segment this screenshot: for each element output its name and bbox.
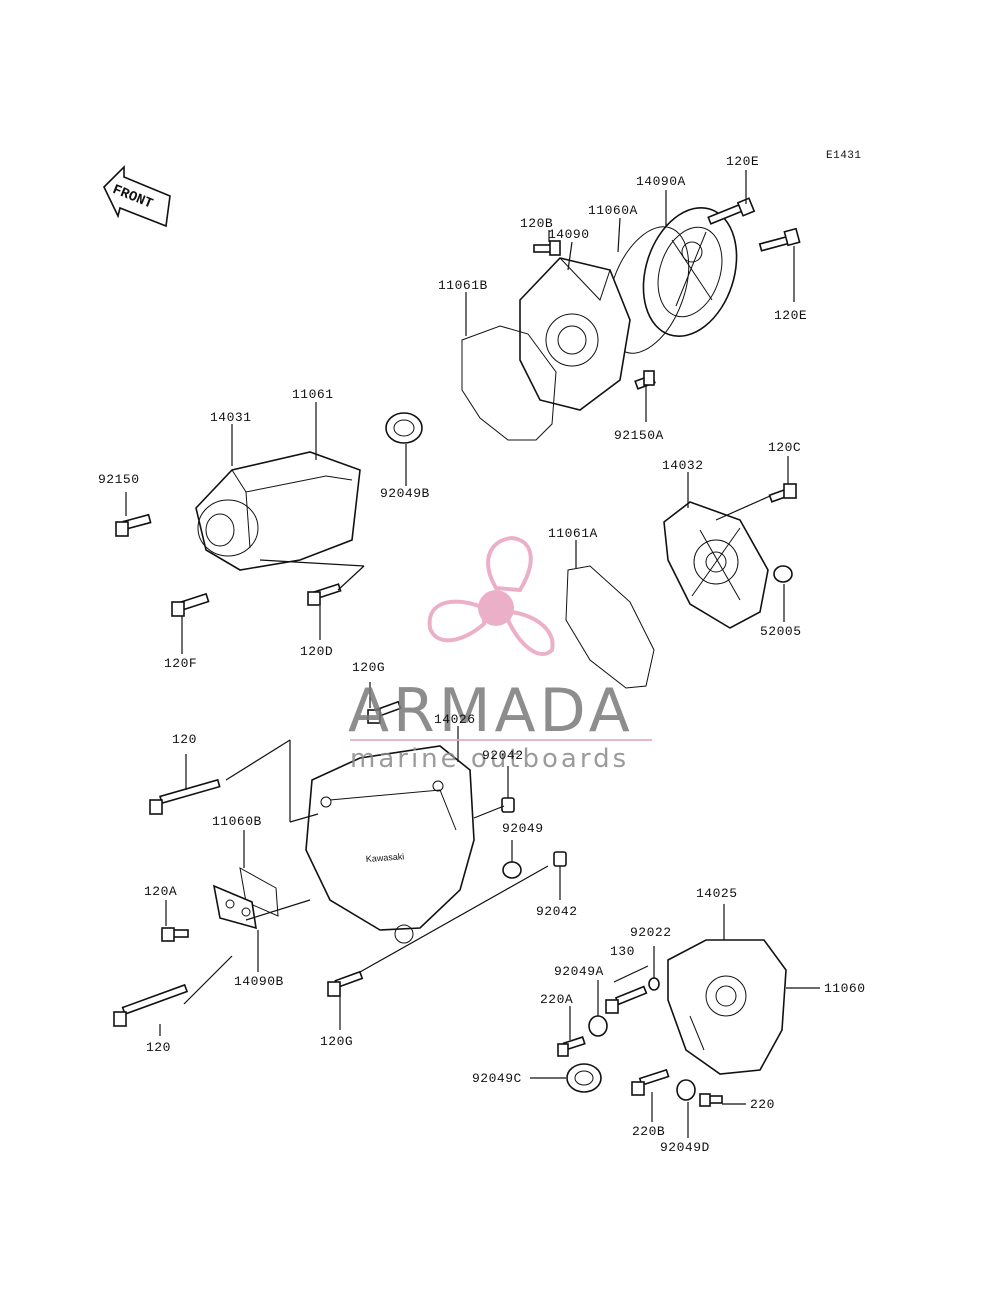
gasket-11060b — [239, 867, 279, 917]
label-11060: 11060 — [824, 981, 866, 996]
diagram-code: E1431 — [826, 150, 862, 162]
label-92049c: 92049C — [472, 1071, 522, 1086]
dowel-92042-bot — [553, 851, 567, 867]
label-92150: 92150 — [98, 472, 140, 487]
label-120d: 120D — [300, 644, 334, 659]
watermark-brand: ARMADA — [348, 676, 634, 746]
bolt-120d — [307, 583, 342, 606]
bushing-92049 — [502, 861, 522, 879]
label-92049b: 92049B — [380, 486, 430, 501]
label-11060b: 11060B — [212, 814, 262, 829]
label-92022: 92022 — [630, 925, 672, 940]
label-220a: 220A — [540, 992, 574, 1007]
label-11061a: 11061A — [548, 526, 598, 541]
watermark-tagline: marine outboards — [350, 744, 630, 774]
housing-14090 — [519, 257, 631, 411]
label-92042-top: 92042 — [482, 748, 524, 763]
label-120g-bot: 120G — [320, 1034, 354, 1049]
label-14090a: 14090A — [636, 174, 686, 189]
label-120a: 120A — [144, 884, 178, 899]
label-130: 130 — [610, 944, 635, 959]
label-14026: 14026 — [434, 712, 476, 727]
leader-lines — [125, 170, 820, 1138]
bolt-220 — [699, 1093, 723, 1107]
label-11061b: 11061B — [438, 278, 488, 293]
cover-14031 — [195, 451, 361, 571]
label-14031: 14031 — [210, 410, 252, 425]
label-120e-right: 120E — [774, 308, 808, 323]
label-14032: 14032 — [662, 458, 704, 473]
bolt-92150 — [115, 513, 152, 537]
label-120b: 120B — [520, 216, 554, 231]
label-11061: 11061 — [292, 387, 334, 402]
bolt-220a — [557, 1036, 586, 1057]
bolt-120b — [533, 240, 561, 256]
label-120e-top: 120E — [726, 154, 760, 169]
label-11060a: 11060A — [588, 203, 638, 218]
dowel-92042-top — [501, 797, 515, 813]
seal-92049c — [566, 1063, 602, 1093]
bushing-92049d — [676, 1079, 696, 1101]
armada-propeller-logo — [427, 535, 555, 657]
watermark-divider — [350, 739, 652, 741]
bolt-120g-bot — [327, 970, 364, 997]
cover-14026: Kawasaki — [305, 745, 475, 944]
bushing-92049a — [588, 1015, 608, 1037]
label-92049: 92049 — [502, 821, 544, 836]
cover-14025 — [667, 939, 787, 1075]
bolt-120-top — [149, 778, 221, 815]
label-120g-top: 120G — [352, 660, 386, 675]
gasket-11061b — [461, 325, 557, 441]
label-92049a: 92049A — [554, 964, 604, 979]
label-92150a: 92150A — [614, 428, 664, 443]
label-220b: 220B — [632, 1124, 666, 1139]
bolt-120c — [768, 483, 797, 503]
label-14090: 14090 — [548, 227, 590, 242]
bolt-120e-right — [758, 227, 801, 252]
label-14025: 14025 — [696, 886, 738, 901]
label-14090b: 14090B — [234, 974, 284, 989]
seal-92049b — [385, 412, 423, 444]
bolt-130 — [605, 985, 648, 1014]
bolt-220b — [631, 1068, 670, 1096]
plate-14090b — [212, 884, 257, 930]
bolt-92150a — [634, 370, 656, 390]
label-120c: 120C — [768, 440, 802, 455]
bolt-120a — [161, 927, 189, 942]
label-220: 220 — [750, 1097, 775, 1112]
label-120-top: 120 — [172, 732, 197, 747]
bolt-120e-top — [707, 197, 756, 225]
label-92042-bot: 92042 — [536, 904, 578, 919]
bolt-120-bot — [113, 983, 189, 1027]
label-52005: 52005 — [760, 624, 802, 639]
washer-92022 — [648, 977, 660, 991]
cover-14032 — [663, 501, 769, 629]
label-120f: 120F — [164, 656, 198, 671]
front-arrow-icon — [103, 165, 171, 228]
svg-text:Kawasaki: Kawasaki — [365, 851, 404, 864]
bolt-120g-top — [367, 700, 402, 724]
gasket-11061a — [565, 565, 655, 689]
plug-52005 — [773, 565, 793, 583]
label-92049d: 92049D — [660, 1140, 710, 1155]
label-120-bot: 120 — [146, 1040, 171, 1055]
cover-plate-14090a — [642, 206, 738, 338]
bolt-120f — [171, 592, 210, 617]
